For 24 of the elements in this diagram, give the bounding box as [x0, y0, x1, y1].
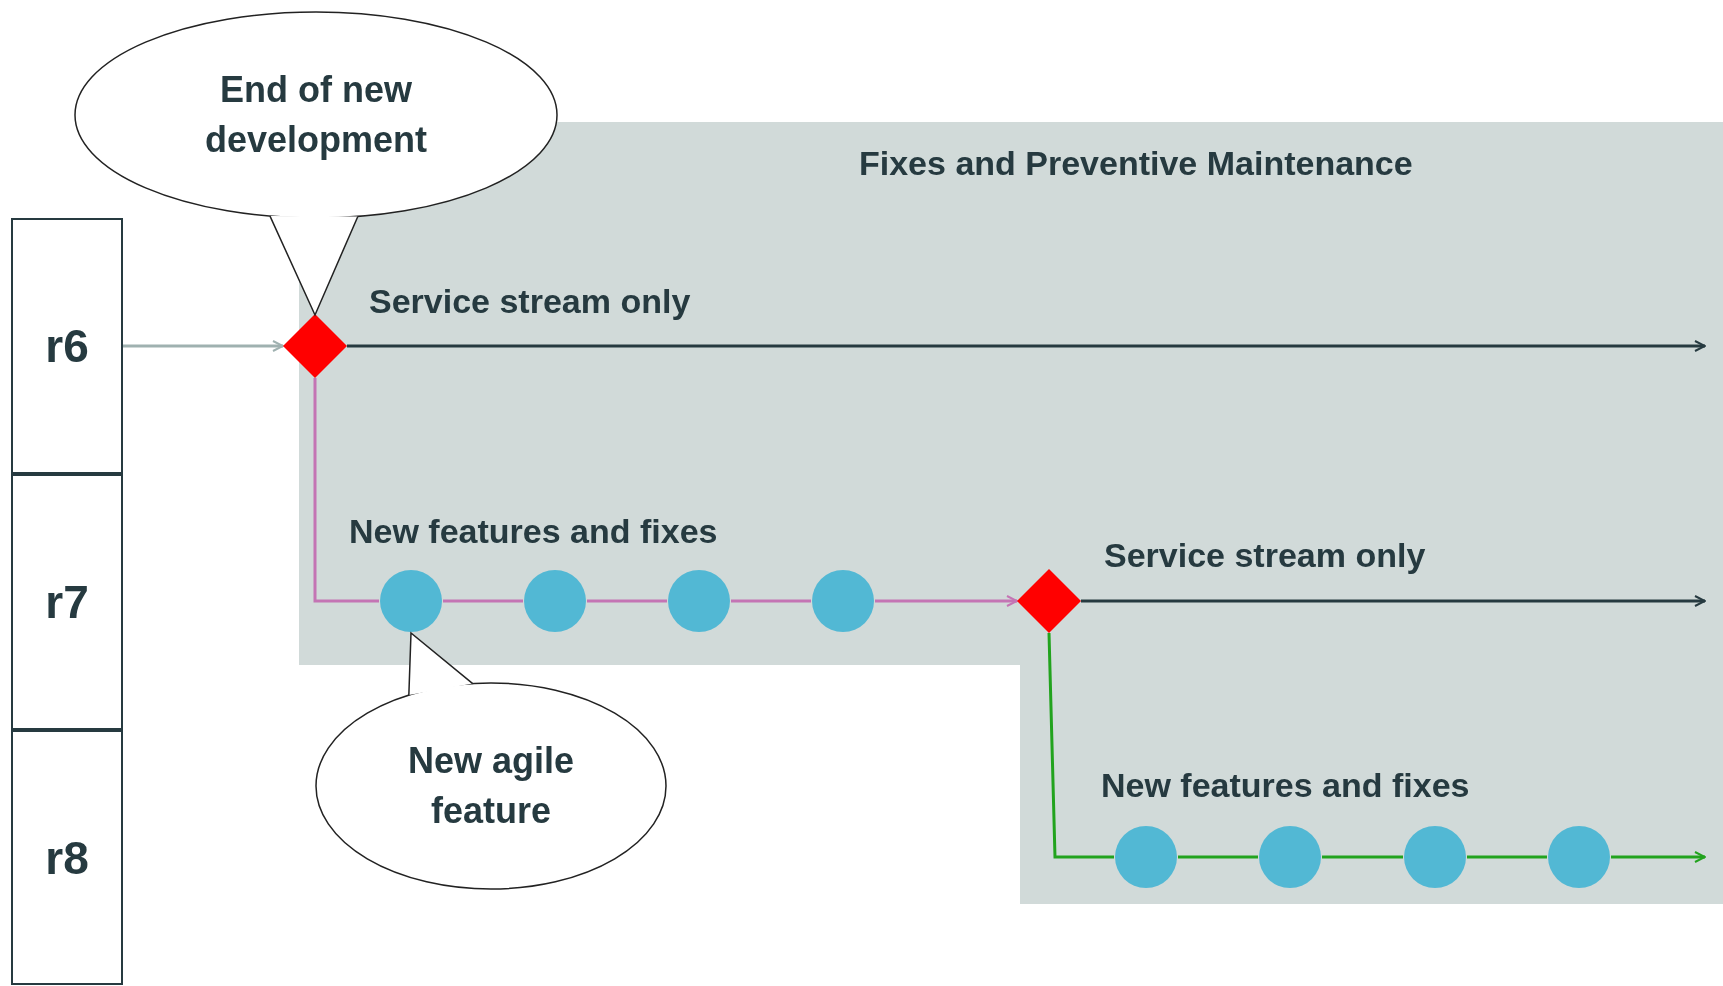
arrow [123, 340, 284, 352]
stream-label: New features and fixes [1101, 766, 1470, 805]
connector-line [1178, 855, 1258, 859]
band-title: Fixes and Preventive Maintenance [859, 144, 1413, 183]
connector-line [1047, 632, 1114, 859]
arrow [347, 340, 1706, 352]
arrow [875, 595, 1018, 607]
arrow [1081, 595, 1706, 607]
callout-text: End of new development [203, 67, 428, 162]
release-box [11, 218, 123, 474]
connector-line [1322, 855, 1403, 859]
release-label: r7 [45, 575, 89, 629]
stream-label: New features and fixes [349, 512, 718, 551]
arrow [1611, 851, 1706, 863]
release-label: r8 [45, 830, 89, 885]
connector-line [443, 599, 523, 603]
release-box [11, 474, 123, 730]
connector-line [587, 599, 667, 603]
release-label: r6 [45, 319, 89, 373]
connector-line [731, 599, 811, 603]
connector-line [313, 378, 379, 603]
release-box [11, 730, 123, 985]
connector-line [1467, 855, 1547, 859]
callout-text: New agile feature [406, 738, 576, 833]
